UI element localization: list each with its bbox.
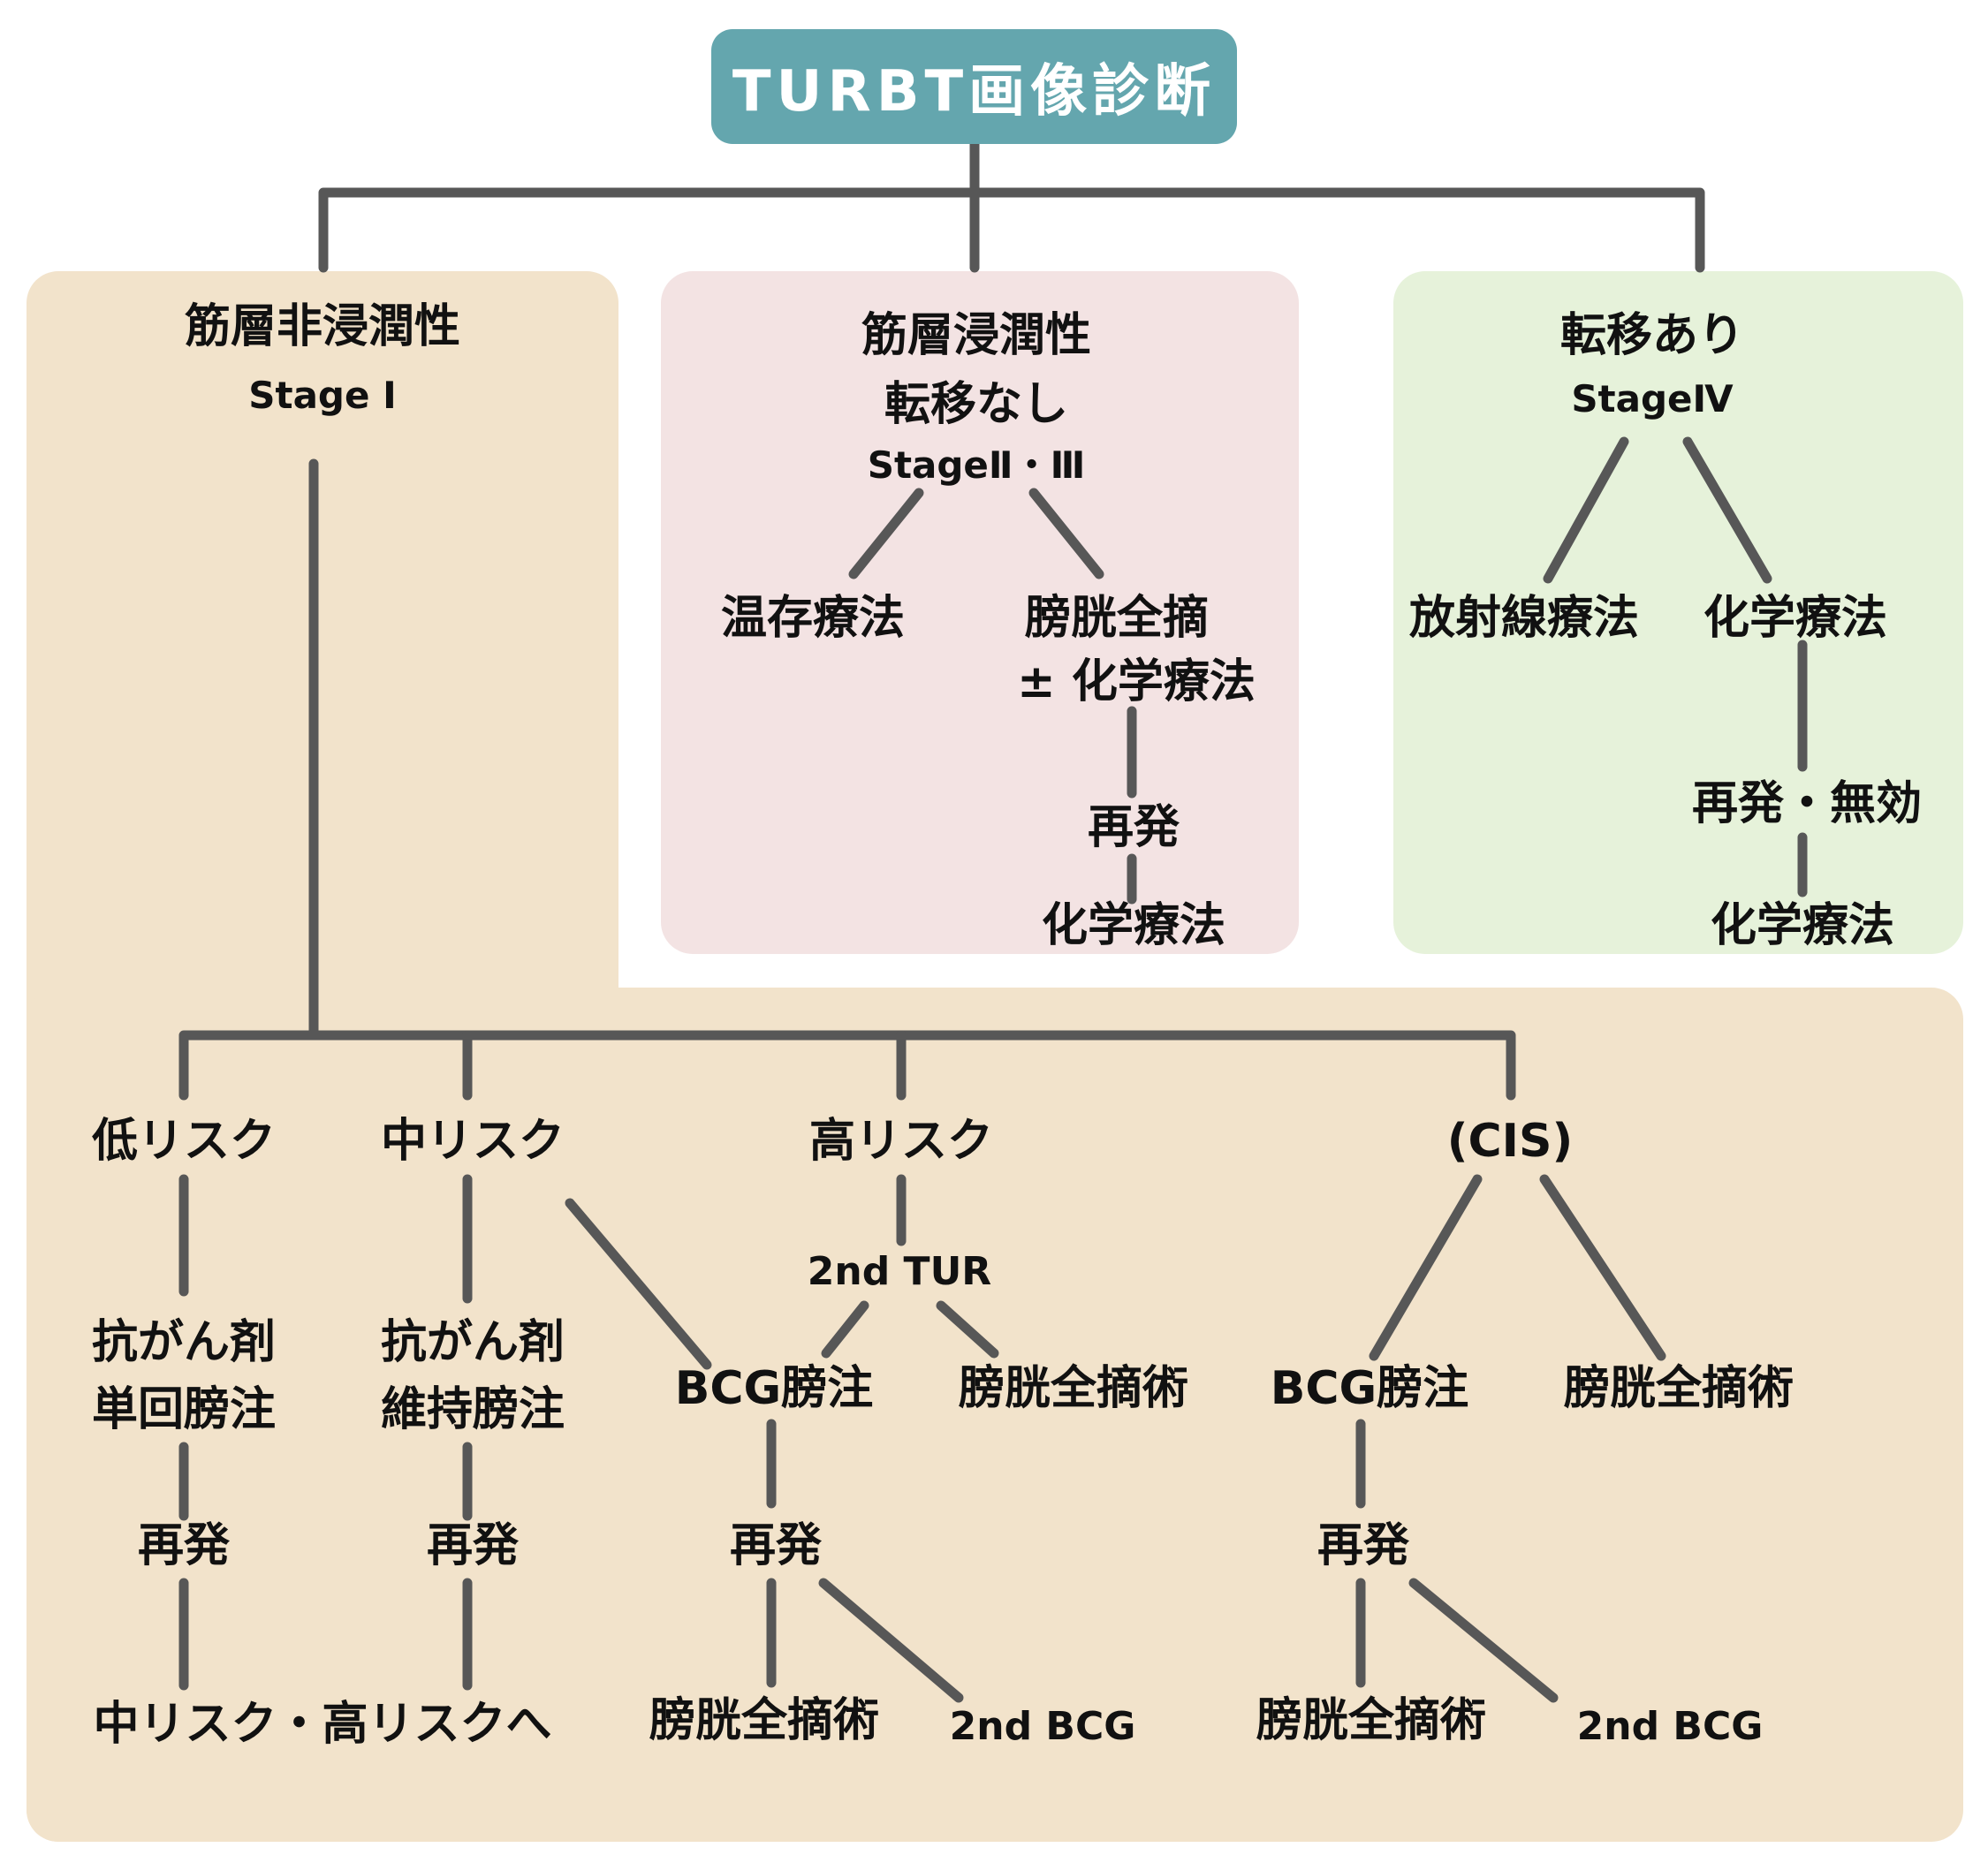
node-high-second-bcg: 2nd BCG [949, 1704, 1136, 1749]
metastatic-panel [1393, 271, 1963, 954]
node-non-invasive-stage: Stage I [248, 374, 397, 417]
node-invasive-chemo: 化学療法 [1041, 899, 1226, 952]
node-metastatic-title: 転移あり [1559, 309, 1745, 362]
node-high-relapse: 再発 [729, 1519, 823, 1572]
node-low-intermediate-outcome: 中リスク・高リスクへ [93, 1698, 552, 1751]
top-connectors [318, 139, 1705, 273]
node-intermediate-tx-line1: 抗がん剤 [380, 1316, 565, 1369]
node-metastatic-stage: StageⅣ [1571, 377, 1734, 420]
node-cis-second-bcg: 2nd BCG [1576, 1704, 1764, 1749]
node-metastatic-relapse: 再発・無効 [1691, 777, 1923, 830]
node-high-risk: 高リスク [808, 1115, 994, 1168]
risk-trunk-connectors [178, 458, 1516, 1101]
node-cis-cystectomy-after: 膀胱全摘術 [1256, 1694, 1487, 1747]
node-metastatic-chemo-after: 化学療法 [1710, 899, 1895, 952]
node-chemo-adjunct: ± 化学療法 [1017, 655, 1256, 708]
page-title: TURBT画像診断 [732, 59, 1217, 125]
title-box: TURBT画像診断 [711, 29, 1237, 144]
intermediate-risk-connectors [462, 1174, 712, 1691]
node-cis-relapse: 再発 [1316, 1519, 1410, 1572]
node-invasive-subtitle: 転移なし [884, 378, 1069, 431]
node-low-tx-line1: 抗がん剤 [91, 1316, 277, 1369]
cis-connectors [1355, 1174, 1666, 1703]
metastatic-connectors [1543, 436, 1808, 897]
node-radiation-therapy: 放射線療法 [1408, 592, 1640, 645]
node-invasive-title: 筋層浸潤性 [861, 309, 1092, 362]
node-low-risk: 低リスク [91, 1115, 277, 1168]
node-cis-bcg: BCG膀注 [1270, 1362, 1469, 1415]
node-invasive-relapse: 再発 [1087, 801, 1180, 854]
node-high-cystectomy: 膀胱全摘術 [958, 1362, 1189, 1415]
node-conservative-therapy: 温存療法 [720, 592, 906, 645]
node-high-cystectomy-after: 膀胱全摘術 [649, 1694, 880, 1747]
node-low-tx-line2: 単回膀注 [91, 1383, 277, 1436]
invasive-connectors [848, 488, 1137, 905]
node-metastatic-chemo: 化学療法 [1703, 592, 1888, 645]
node-cis: (CIS) [1446, 1115, 1574, 1168]
node-intermediate-relapse: 再発 [426, 1519, 520, 1572]
node-cystectomy: 膀胱全摘 [1024, 592, 1210, 645]
node-intermediate-risk: 中リスク [380, 1115, 565, 1168]
node-second-tur: 2nd TUR [807, 1249, 992, 1294]
node-cis-cystectomy: 膀胱全摘術 [1563, 1362, 1795, 1415]
node-invasive-stage: StageⅡ・Ⅲ [867, 443, 1086, 487]
invasive-panel [661, 271, 1299, 954]
high-risk-connectors [766, 1174, 999, 1703]
node-low-relapse: 再発 [137, 1519, 231, 1572]
node-intermediate-tx-line2: 維持膀注 [380, 1383, 565, 1436]
node-non-invasive-title: 筋層非浸潤性 [184, 300, 461, 353]
node-high-bcg: BCG膀注 [674, 1362, 874, 1415]
risk-pathways-panel [27, 988, 1963, 1842]
